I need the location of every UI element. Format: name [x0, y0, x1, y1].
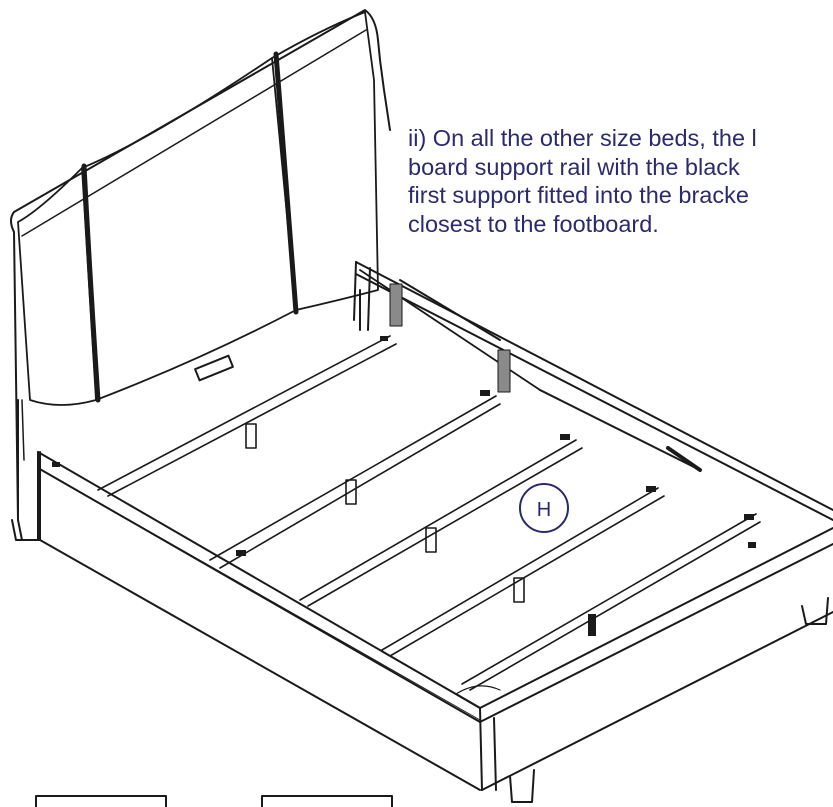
- slat-brackets: [52, 336, 756, 556]
- footboard-legs: [509, 597, 829, 803]
- headboard-leg: [11, 519, 41, 541]
- slat-support-legs: [245, 423, 525, 603]
- part-callout: H: [519, 483, 569, 533]
- center-support-rail: [359, 269, 702, 472]
- footboard: [455, 527, 833, 791]
- instruction-line: closest to the footboard.: [408, 210, 659, 237]
- left-side-rail: [37, 451, 481, 791]
- slats: [97, 335, 761, 691]
- headboard: [10, 9, 391, 541]
- bottom-part-boxes: [35, 795, 393, 807]
- instruction-line: board support rail with the black: [408, 153, 740, 180]
- callout-label: H: [537, 499, 551, 521]
- instruction-line: first support fitted into the bracke: [408, 182, 749, 208]
- instruction-text: ii) On all the other size beds, the l bo…: [408, 124, 833, 238]
- instruction-line: ii) On all the other size beds, the l: [408, 125, 757, 151]
- right-side-rail: [353, 261, 833, 521]
